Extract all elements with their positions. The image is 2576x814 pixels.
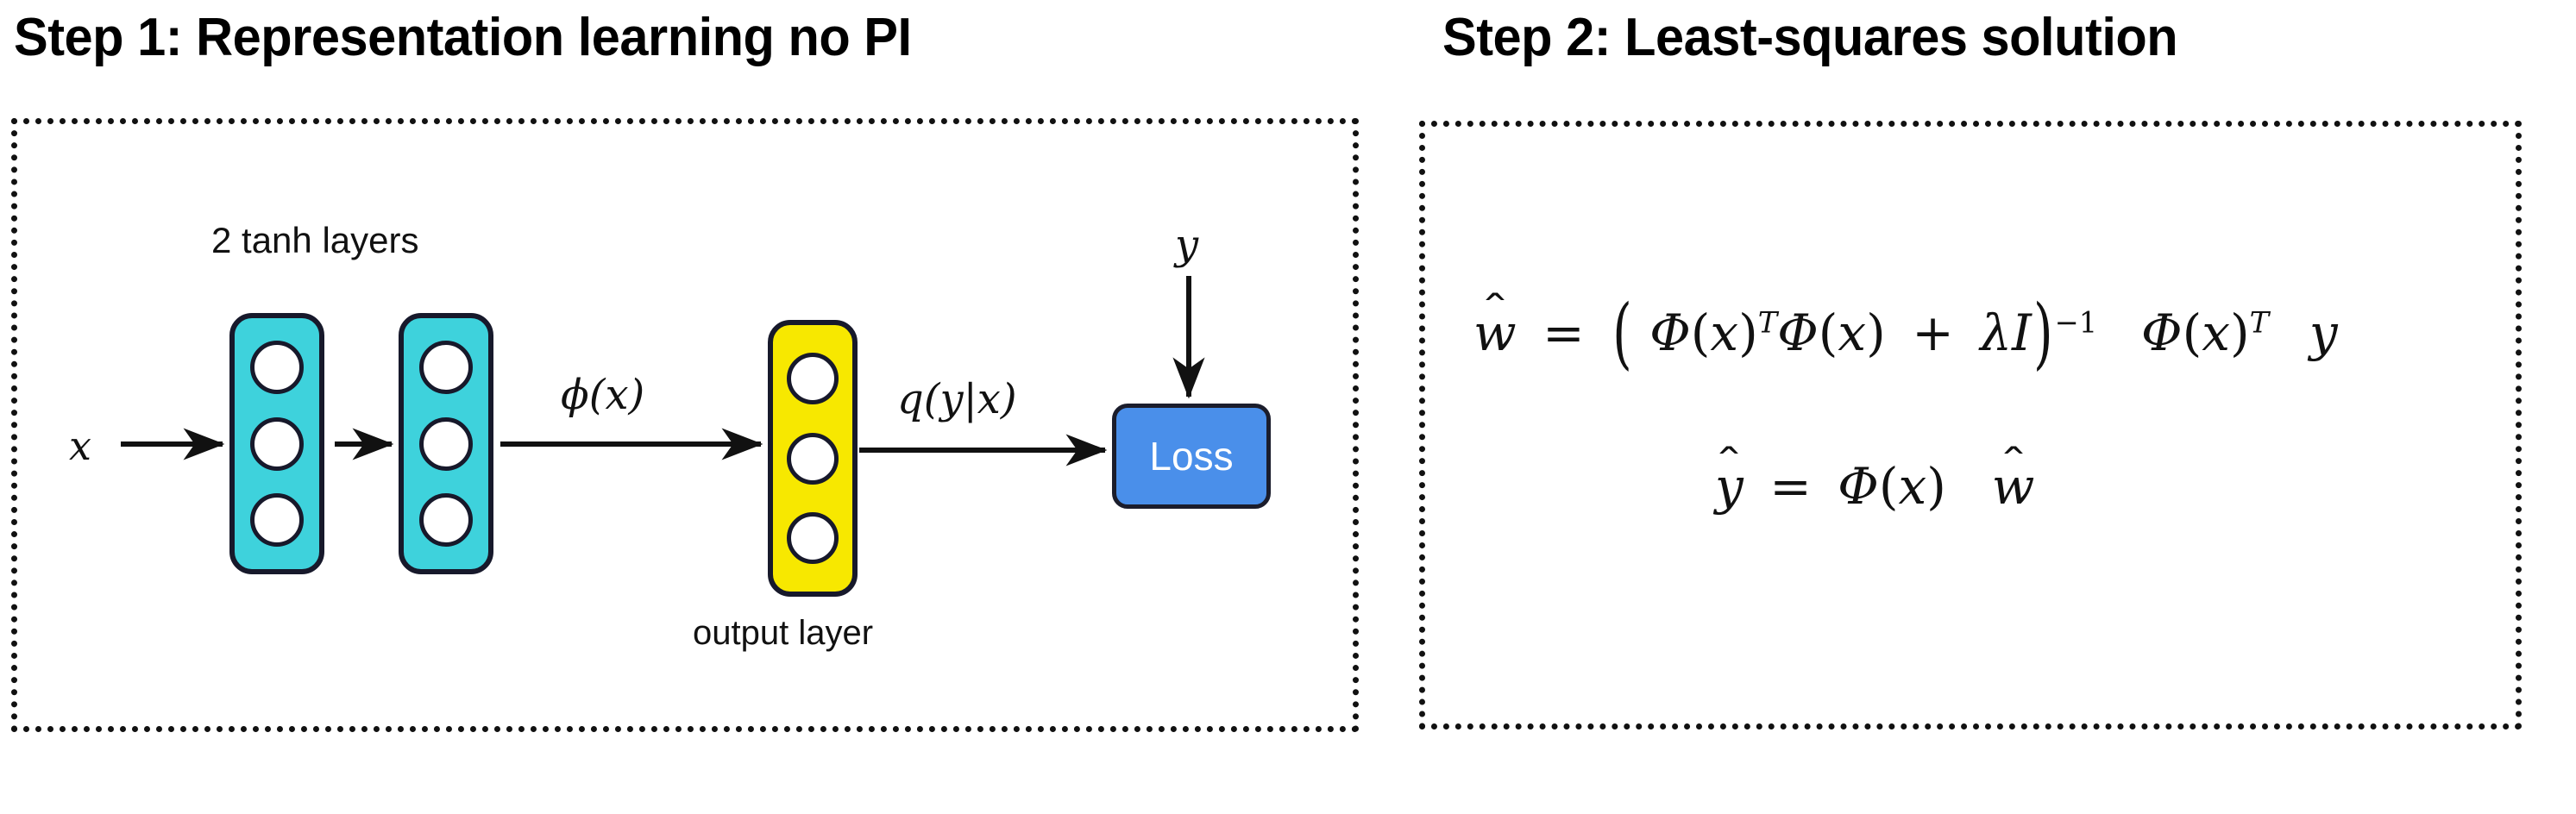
lparen: (: [1878, 457, 1899, 516]
transpose-exponent: T: [2249, 305, 2270, 340]
y-symbol: y: [2309, 304, 2338, 362]
hat-accent: ˆ: [1998, 441, 2028, 489]
hat-accent: ˆ: [1480, 288, 1511, 335]
rparen: ): [2229, 304, 2250, 362]
x-symbol: x: [2202, 304, 2230, 362]
identity-symbol: I: [2012, 304, 2032, 362]
w-symbol: w: [1991, 457, 2035, 516]
phi-symbol: Φ: [1649, 304, 1691, 362]
rparen: ): [1926, 457, 1946, 516]
y-symbol: y: [1715, 457, 1744, 516]
equals-sign: =: [1542, 304, 1585, 362]
x-symbol: x: [1838, 304, 1867, 362]
equals-sign: =: [1769, 457, 1812, 516]
x-symbol: x: [1898, 457, 1927, 516]
step-2-panel: [1419, 121, 2522, 729]
plus-sign: +: [1912, 304, 1954, 362]
rparen: ): [1866, 304, 1886, 362]
rparen: ): [1738, 304, 1758, 362]
left-paren: (: [1612, 287, 1632, 379]
transpose-exponent: T: [1757, 305, 1778, 340]
hat-accent: ˆ: [1713, 441, 1744, 489]
phi-symbol: Φ: [1838, 457, 1879, 516]
phi-symbol: Φ: [2141, 304, 2183, 362]
right-paren: ): [2033, 287, 2053, 379]
lparen: (: [2182, 304, 2202, 362]
lparen: (: [1818, 304, 1838, 362]
phi-symbol: Φ: [1777, 304, 1819, 362]
step-1-title: Step 1: Representation learning no PI: [14, 8, 912, 67]
lambda-symbol: λ: [1980, 304, 2013, 362]
step-1-panel: [11, 118, 1359, 732]
x-symbol: x: [1710, 304, 1739, 362]
w-symbol: w: [1473, 304, 1517, 362]
inverse-exponent: −1: [2054, 305, 2098, 340]
step-2-title: Step 2: Least-squares solution: [1442, 8, 2178, 67]
lparen: (: [1690, 304, 1711, 362]
